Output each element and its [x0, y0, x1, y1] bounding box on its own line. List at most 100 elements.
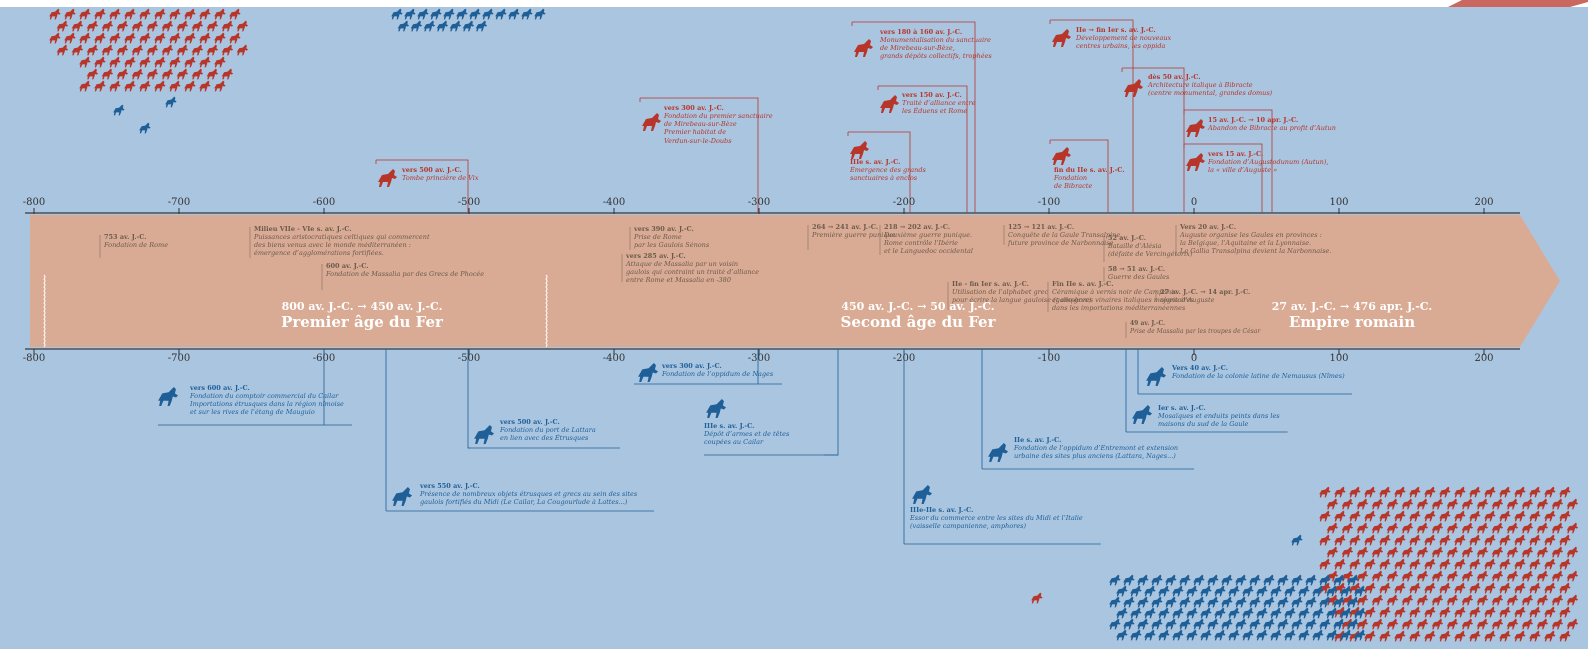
red-horse-cluster-icon — [1349, 606, 1361, 618]
red-horse-cluster-icon — [1409, 630, 1421, 642]
red-horse-cluster-icon — [1506, 522, 1519, 534]
blue-horse-cluster-icon — [1172, 607, 1184, 619]
red-connector — [640, 97, 759, 213]
red-horse-cluster-icon — [124, 8, 136, 20]
red-horse-cluster-icon — [1529, 630, 1541, 642]
red-horse-cluster-icon — [161, 20, 174, 32]
event-text: Attaque de Massalia par un voisin gauloi… — [626, 260, 759, 285]
red-horse-cluster-icon — [1349, 534, 1361, 546]
red-horse-cluster-icon — [184, 8, 196, 20]
red-horse-cluster-icon — [1439, 582, 1451, 594]
event-text: Émergence des grands sanctuaires à enclo… — [850, 166, 926, 183]
event-text: Fondation de l’oppidum de Nages — [662, 370, 774, 379]
blue-horse-cluster-icon — [1263, 574, 1275, 586]
red-horse-cluster-icon — [94, 32, 106, 44]
red-horse-cluster-icon — [176, 68, 189, 80]
blue-horse-cluster-icon — [1137, 596, 1149, 608]
red-horse-cluster-icon — [1566, 498, 1579, 510]
red-horse-cluster-icon — [1349, 558, 1361, 570]
red-horse-cluster-icon — [1529, 606, 1541, 618]
red-horse-cluster-icon — [124, 32, 136, 44]
blue-horse-cluster-icon — [1214, 585, 1226, 597]
event-date: Ier s. av. J.-C. — [1158, 404, 1206, 412]
event-text: Puissances aristocratiques celtiques qui… — [254, 233, 430, 258]
red-horse-cluster-icon — [1379, 558, 1391, 570]
red-horse-cluster-icon — [1401, 570, 1414, 582]
red-horse-cluster-icon — [1529, 486, 1541, 498]
red-horse-cluster-icon — [1319, 510, 1331, 522]
event-text: Dépôt d’armes et de têtes coupées au Cai… — [704, 430, 790, 447]
event-date: vers 285 av. J.-C. — [626, 252, 686, 260]
red-horse-cluster-icon — [1499, 510, 1511, 522]
blue-horse-cluster-icon — [1130, 629, 1142, 641]
red-horse-cluster-icon — [1491, 594, 1504, 606]
blue-horse-cluster-icon — [1298, 607, 1310, 619]
blue-horse-cluster-icon — [1340, 629, 1352, 641]
red-horse-cluster-icon — [169, 56, 181, 68]
red-horse-cluster-icon — [1484, 510, 1496, 522]
blue-horse-cluster-icon — [521, 8, 533, 20]
blue-horse-cluster-icon — [1242, 585, 1254, 597]
event-text: Bataille d’Alésia (défaite de Vercingéto… — [1108, 242, 1193, 259]
blue-horse-cluster-icon — [1109, 574, 1121, 586]
red-horse-cluster-icon — [1394, 510, 1406, 522]
red-horse-cluster-icon — [1469, 630, 1481, 642]
red-horse-cluster-icon — [1491, 498, 1504, 510]
red-horse-cluster-icon — [116, 44, 129, 56]
red-horse-cluster-icon — [94, 56, 106, 68]
red-horse-cluster-icon — [1379, 606, 1391, 618]
red-horse-cluster-icon — [184, 80, 196, 92]
red-horse-cluster-icon — [56, 20, 69, 32]
event-text: Fondation du comptoir commercial du Cail… — [190, 392, 344, 417]
red-horse-cluster-icon — [1416, 618, 1429, 630]
red-horse-cluster-icon — [221, 20, 234, 32]
red-horse-cluster-icon — [1439, 534, 1451, 546]
red-horse-cluster-icon — [214, 32, 226, 44]
event-label: vers 600 av. J.-C.Fondation du comptoir … — [190, 384, 344, 417]
red-horse-cluster-icon — [1544, 630, 1556, 642]
axis-tick-label: -500 — [457, 197, 481, 208]
blue-horse-cluster-icon — [1305, 618, 1317, 630]
red-horse-cluster-icon — [1544, 510, 1556, 522]
event-label: IIIe-IIe s. av. J.-C.Essor du commerce e… — [910, 506, 1083, 530]
red-horse-icon — [1186, 153, 1205, 171]
red-horse-cluster-icon — [1536, 594, 1549, 606]
red-horse-cluster-icon — [1521, 570, 1534, 582]
red-horse-cluster-icon — [1461, 546, 1474, 558]
red-horse-cluster-icon — [1341, 618, 1354, 630]
red-horse-cluster-icon — [1341, 570, 1354, 582]
blue-horse-cluster-icon — [1326, 629, 1338, 641]
era-name: Second âge du Fer — [840, 313, 996, 331]
red-horse-cluster-icon — [1356, 546, 1369, 558]
blue-horse-cluster-icon — [1270, 629, 1282, 641]
red-horse-cluster-icon — [199, 8, 211, 20]
red-horse-cluster-icon — [1371, 522, 1384, 534]
blue-horse-icon — [912, 485, 933, 504]
red-horse-cluster-icon — [1379, 582, 1391, 594]
red-horse-cluster-icon — [1536, 570, 1549, 582]
red-horse-cluster-icon — [191, 44, 204, 56]
red-horse-cluster-icon — [1514, 606, 1526, 618]
red-horse-cluster-icon — [139, 8, 151, 20]
red-horse-cluster-icon — [1424, 486, 1436, 498]
red-horse-cluster-icon — [1394, 606, 1406, 618]
event-text: Développement de nouveaux centres urbain… — [1076, 34, 1172, 51]
red-horse-cluster-icon — [1506, 594, 1519, 606]
red-horse-cluster-icon — [1386, 498, 1399, 510]
blue-horse-cluster-icon — [1305, 596, 1317, 608]
red-horse-cluster-icon — [1491, 522, 1504, 534]
blue-horse-cluster-icon — [1116, 629, 1128, 641]
red-horse-cluster-icon — [1544, 558, 1556, 570]
red-horse-cluster-icon — [1319, 558, 1331, 570]
blue-horse-cluster-icon — [423, 20, 436, 32]
event-label: Vers 20 av. J.-C.Auguste organise les Ga… — [1180, 223, 1331, 256]
red-horse-cluster-icon — [1566, 522, 1579, 534]
red-horse-icon — [850, 141, 869, 159]
red-horse-cluster-icon — [1364, 630, 1376, 642]
blue-horse-cluster-icon — [1256, 585, 1268, 597]
red-horse-icon — [1186, 119, 1205, 137]
red-horse-cluster-icon — [1521, 522, 1534, 534]
blue-horse-icon — [1146, 367, 1167, 386]
red-horse-cluster-icon — [49, 32, 61, 44]
blue-horse-cluster-icon — [1235, 574, 1247, 586]
